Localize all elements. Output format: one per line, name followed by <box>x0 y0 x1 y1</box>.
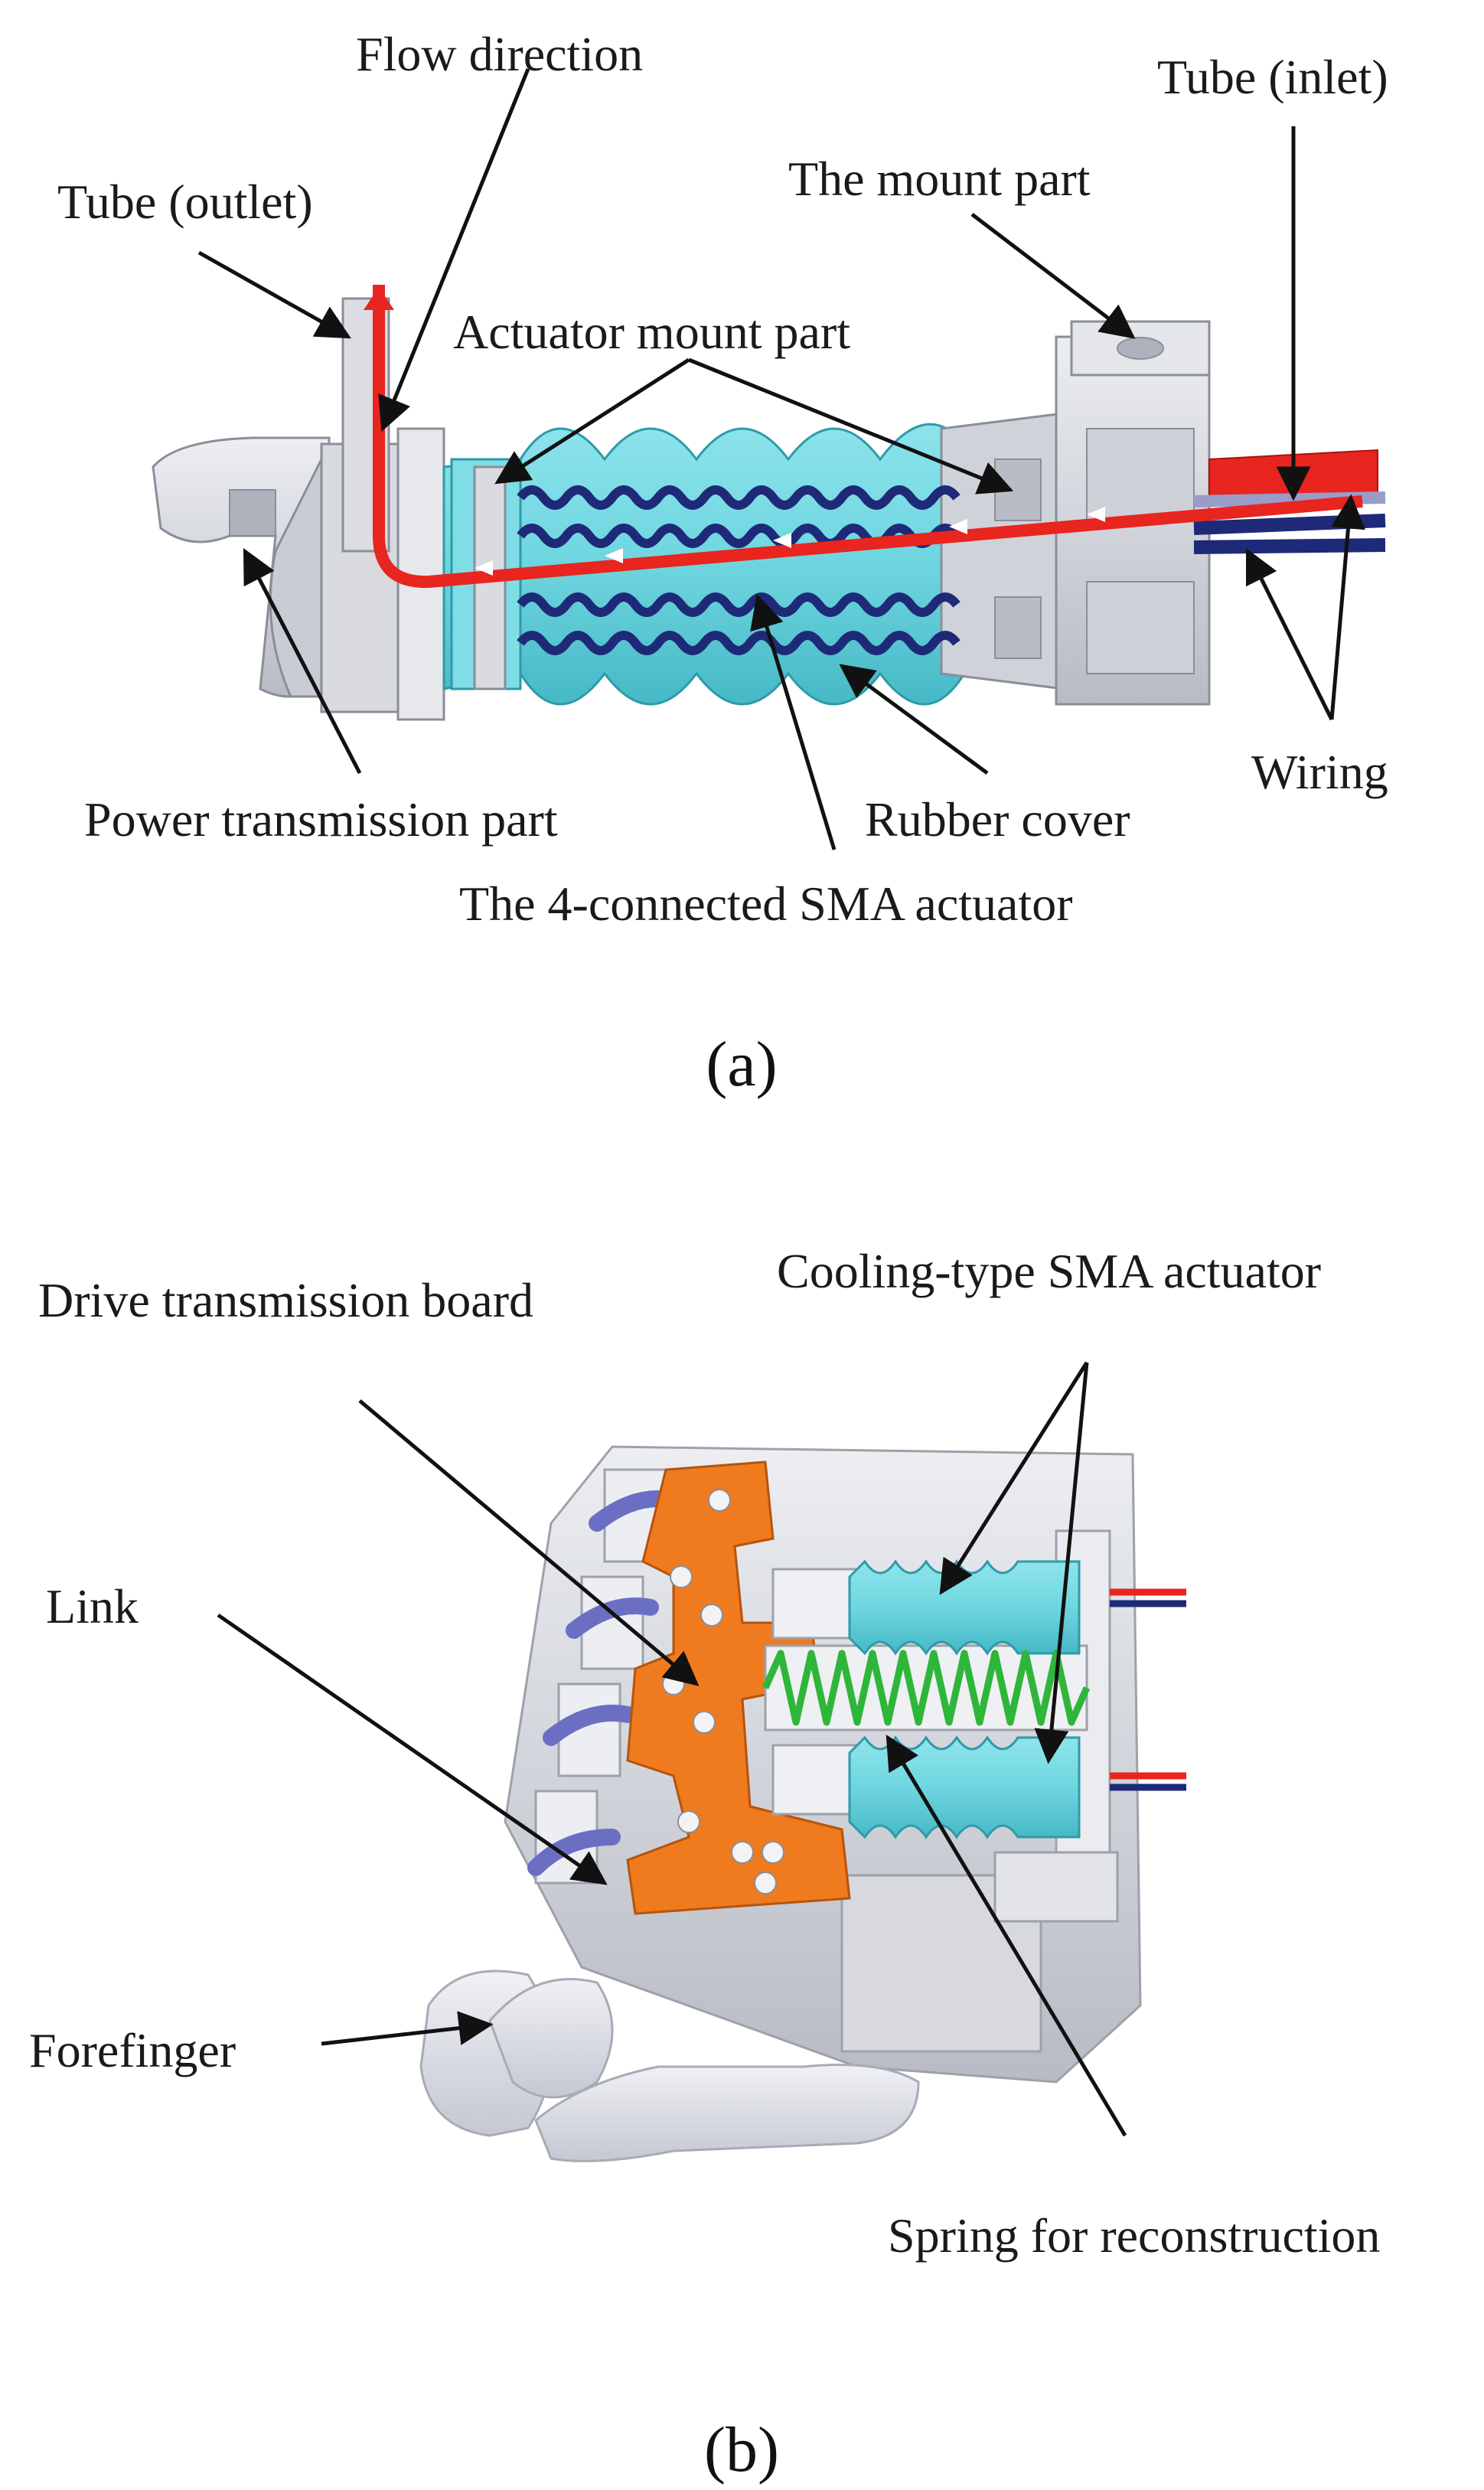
wires-right <box>1110 1588 1186 1791</box>
label-tube-outlet: Tube (outlet) <box>57 175 313 229</box>
spring-shape <box>762 1650 1091 1726</box>
flow-arrowheads <box>475 507 1105 576</box>
cooling-sma-upper <box>848 1559 1081 1656</box>
label-forefinger: Forefinger <box>29 2023 236 2077</box>
label-rubber-cover: Rubber cover <box>865 792 1130 847</box>
drive-board-shape <box>626 1460 851 1915</box>
leader-lines-a <box>197 68 1365 850</box>
fingers-shape <box>419 1969 920 2162</box>
label-actuator-mount-part: Actuator mount part <box>453 305 850 359</box>
panel-b: Drive transmission board Cooling-type SM… <box>29 1244 1380 2485</box>
panel-a: Flow direction Tube (inlet) Tube (outlet… <box>57 27 1388 1100</box>
label-wiring: Wiring <box>1251 745 1388 799</box>
actuator-mount-right <box>940 412 1065 690</box>
cooling-sma-lower <box>848 1735 1081 1839</box>
sma-coil-lower <box>517 592 961 655</box>
label-sma-actuator: The 4-connected SMA actuator <box>459 876 1073 931</box>
label-cooling-sma-actuator: Cooling-type SMA actuator <box>777 1244 1321 1298</box>
label-link: Link <box>46 1579 139 1633</box>
label-mount-part: The mount part <box>788 152 1091 206</box>
label-flow-direction: Flow direction <box>356 27 643 81</box>
caption-a: (a) <box>706 1029 777 1100</box>
label-spring-reconstruction: Spring for reconstruction <box>888 2208 1380 2263</box>
label-drive-transmission-board: Drive transmission board <box>38 1273 533 1327</box>
caption-b: (b) <box>704 2414 779 2485</box>
label-tube-inlet: Tube (inlet) <box>1157 50 1388 104</box>
flow-path-red <box>364 285 1363 589</box>
leader-lines-b <box>217 1361 1127 2137</box>
label-power-transmission-part: Power transmission part <box>84 792 558 847</box>
wiring-shape <box>1193 514 1386 554</box>
links-shape <box>527 1490 682 1876</box>
